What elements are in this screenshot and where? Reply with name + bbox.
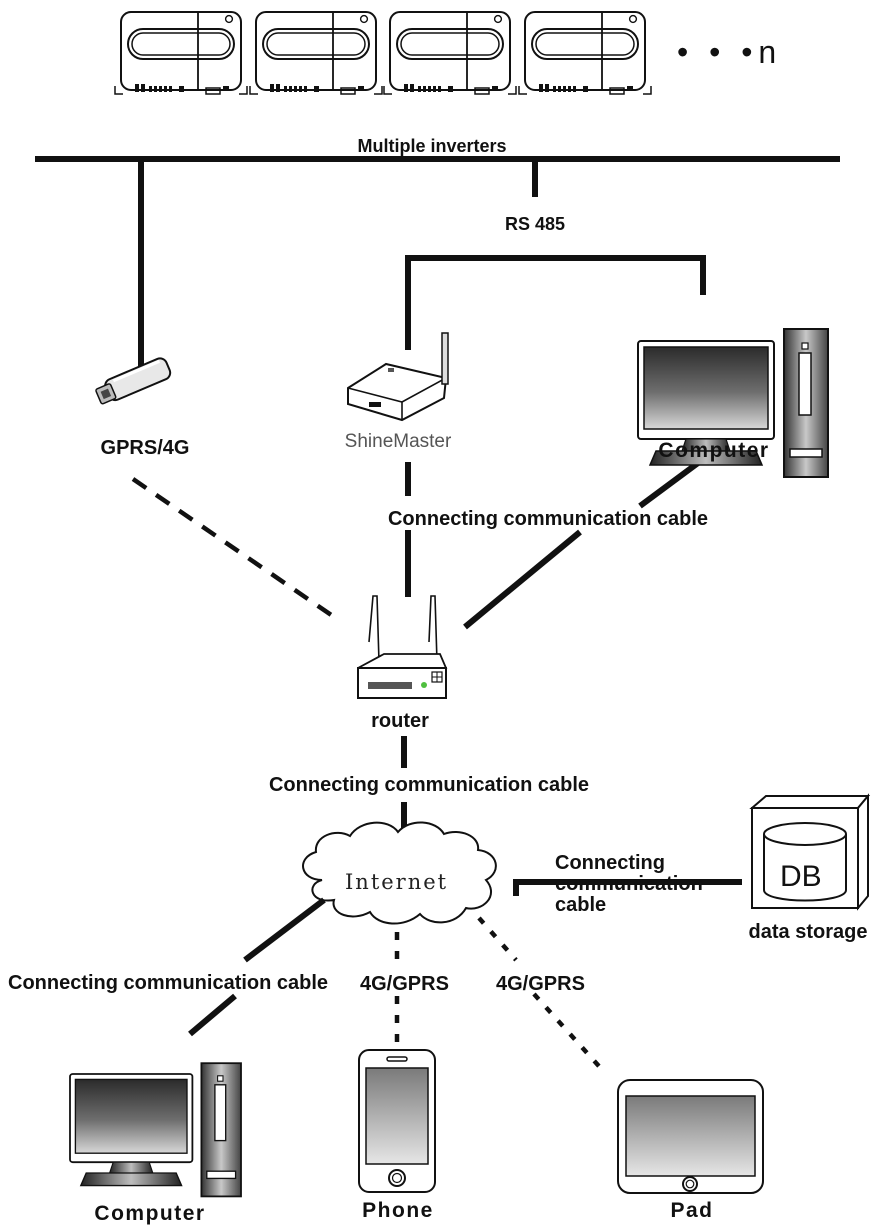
internet-label: Internet — [345, 870, 449, 894]
router-icon — [357, 595, 448, 699]
gprs-module-icon — [95, 357, 172, 405]
computer-top-label: Computer — [658, 439, 770, 462]
shinemaster-label: ShineMaster — [344, 431, 452, 452]
pad-icon — [617, 1079, 764, 1194]
internet-to-computer-line-a — [243, 897, 326, 963]
internet-to-storage-line — [513, 879, 742, 896]
shinemaster-device-icon — [347, 332, 449, 422]
computer-bottom-icon — [69, 1062, 242, 1198]
data-storage-icon — [749, 793, 871, 911]
router-internet-cable-label: Connecting communication cable — [268, 774, 590, 796]
internet-to-pad-dashed-a — [477, 916, 518, 962]
router-label: router — [371, 710, 429, 732]
internet-to-computer-line-b — [188, 993, 237, 1037]
inverter-2 — [249, 11, 383, 95]
gprs-module-label: GPRS/4G — [100, 437, 190, 459]
inverters-label: Multiple inverters — [357, 136, 507, 156]
internet-computer-cable-label: Connecting communication cable — [8, 972, 329, 994]
inverters-count-suffix: • • •n — [677, 34, 783, 70]
internet-storage-cable-label: Connecting communication cable — [555, 852, 703, 916]
rs485-link-line — [405, 255, 706, 350]
internet-cloud-icon — [302, 821, 497, 925]
data-storage-db-text: DB — [780, 860, 822, 893]
internet-pad-link-label: 4G/GPRS — [496, 973, 585, 995]
shinemaster-router-cable-label: Connecting communication cable — [387, 508, 709, 530]
computer-to-router-line-b — [463, 529, 582, 630]
inverter-1 — [114, 11, 248, 95]
pad-label: Pad — [670, 1199, 714, 1222]
data-storage-label: data storage — [748, 921, 868, 943]
computer-to-router-line-a — [638, 460, 700, 509]
phone-label: Phone — [362, 1199, 434, 1222]
inverter-3 — [383, 11, 517, 95]
gprs-to-router-dashed — [131, 477, 342, 623]
internet-to-pad-dashed-b — [532, 992, 608, 1076]
computer-bottom-label: Computer — [94, 1202, 206, 1225]
internet-phone-link-label: 4G/GPRS — [360, 973, 449, 995]
rs485-label: RS 485 — [504, 214, 566, 234]
phone-icon — [358, 1049, 436, 1193]
inverter-4 — [518, 11, 652, 95]
